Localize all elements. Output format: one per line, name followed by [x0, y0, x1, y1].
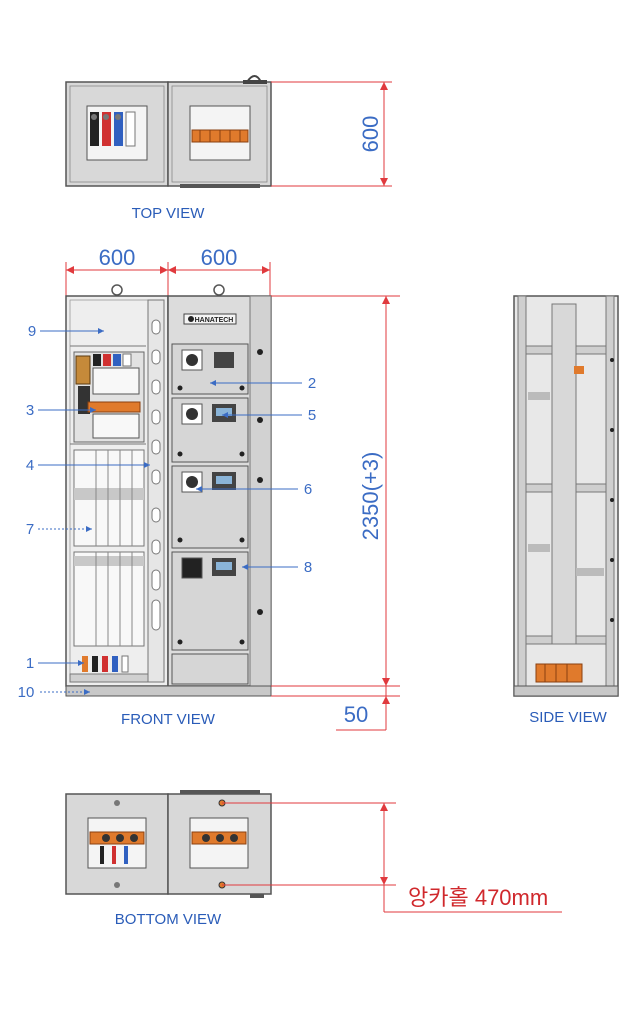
anchor-hole-label: 앙카홀 470mm	[408, 885, 548, 910]
callouts: 9 3 4 7 1 10 2 5 6 8	[18, 323, 317, 701]
callout-5: 5	[308, 407, 316, 424]
front-view-label: FRONT VIEW	[121, 711, 216, 728]
anchor-hole-dimension: 앙카홀 470mm	[222, 802, 562, 913]
side-view	[513, 295, 619, 697]
front-width-dimensions: 600 600	[65, 245, 271, 296]
front-width-left-label: 600	[99, 245, 136, 270]
front-left-panel	[65, 284, 169, 687]
callout-6: 6	[304, 481, 312, 498]
front-height-label: 2350(+3)	[358, 452, 383, 541]
top-depth-dimension: 600	[271, 81, 392, 187]
front-right-panel: HANATECH	[167, 284, 272, 687]
callout-3: 3	[26, 402, 34, 419]
top-view	[65, 75, 272, 188]
top-depth-label: 600	[358, 116, 383, 153]
base-height-label: 50	[344, 702, 368, 727]
top-view-label: TOP VIEW	[132, 205, 206, 222]
callout-2: 2	[308, 375, 316, 392]
front-height-dimension: 2350(+3) 50	[271, 295, 400, 731]
brand-plate: HANATECH	[195, 317, 234, 324]
callout-8: 8	[304, 559, 312, 576]
bottom-view-label: BOTTOM VIEW	[115, 911, 222, 928]
callout-9: 9	[28, 323, 36, 340]
side-view-label: SIDE VIEW	[529, 709, 607, 726]
callout-1: 1	[26, 655, 34, 672]
front-width-right-label: 600	[201, 245, 238, 270]
callout-4: 4	[26, 457, 34, 474]
bottom-view	[65, 790, 272, 898]
callout-7: 7	[26, 521, 34, 538]
callout-10: 10	[18, 684, 35, 701]
front-base	[65, 685, 272, 697]
